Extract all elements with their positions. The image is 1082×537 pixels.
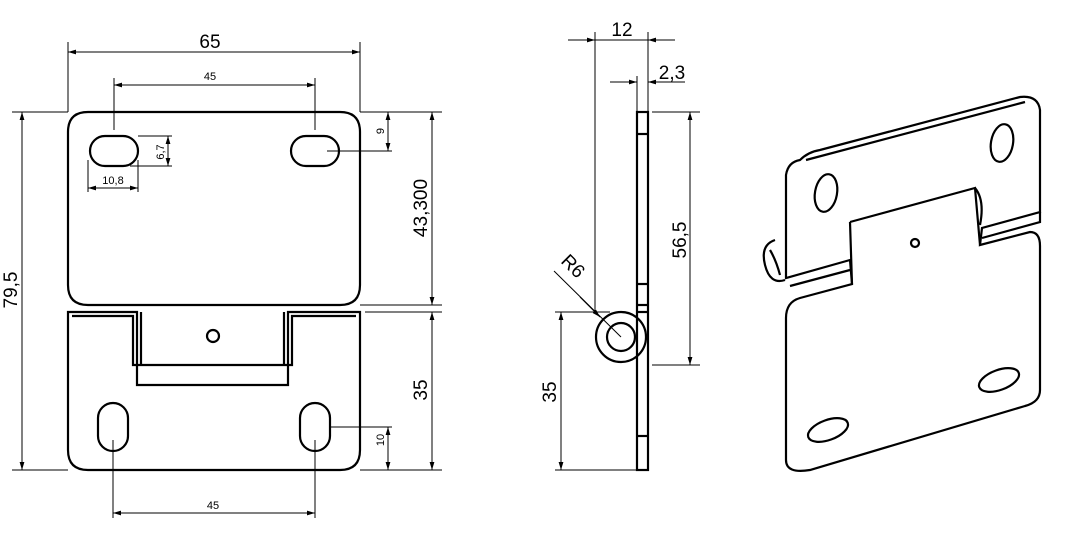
dim-overall-height: 79,5 [1, 272, 22, 309]
dim-side-bottom-leaf: 35 [540, 381, 561, 402]
iso-slot-1 [813, 173, 839, 213]
leaf-profile [635, 110, 650, 472]
isometric-view [762, 95, 1042, 472]
dim-bottom-leaf-height: 35 [411, 379, 432, 400]
iso-slot-2 [989, 123, 1015, 163]
top-leaf-outline [66, 110, 362, 307]
knuckle-outline [72, 314, 356, 367]
dim-barrel-width: 12 [611, 20, 632, 41]
side-dimension-lines [553, 32, 700, 471]
side-view: 12 2,3 56,5 35 R6 [540, 20, 700, 472]
iso-slot-4 [806, 417, 850, 443]
knuckle-inner [139, 312, 286, 365]
dim-slot-spacing-top: 45 [204, 71, 216, 83]
iso-pin-hole [909, 237, 921, 249]
dim-overall-width: 65 [199, 32, 220, 53]
dim-top-slot-offset: 9 [375, 128, 387, 134]
dim-thickness: 2,3 [659, 63, 685, 84]
pin-hole [205, 328, 221, 344]
dim-side-top-leaf: 56,5 [670, 222, 691, 259]
iso-knuckle [848, 186, 983, 285]
barrel-inner [605, 321, 637, 353]
slot-top-left [88, 134, 140, 168]
bottom-leaf-outline [66, 310, 362, 472]
dim-slot-spacing-bottom: 45 [207, 500, 219, 512]
dim-slot-length: 10,8 [102, 175, 123, 187]
front-view: 65 45 45 10,8 79,5 43,300 35 6,7 9 10 [1, 32, 442, 518]
dim-slot-width: 6,7 [155, 144, 167, 159]
iso-edges [789, 100, 1042, 288]
dim-bottom-slot-offset: 10 [375, 434, 387, 446]
iso-barrel-end [762, 238, 786, 283]
iso-slot-3 [977, 367, 1021, 393]
dim-top-leaf-height: 43,300 [411, 179, 432, 237]
iso-outline [784, 95, 1042, 472]
barrel-outer [594, 310, 648, 364]
dimension-lines [12, 42, 442, 518]
